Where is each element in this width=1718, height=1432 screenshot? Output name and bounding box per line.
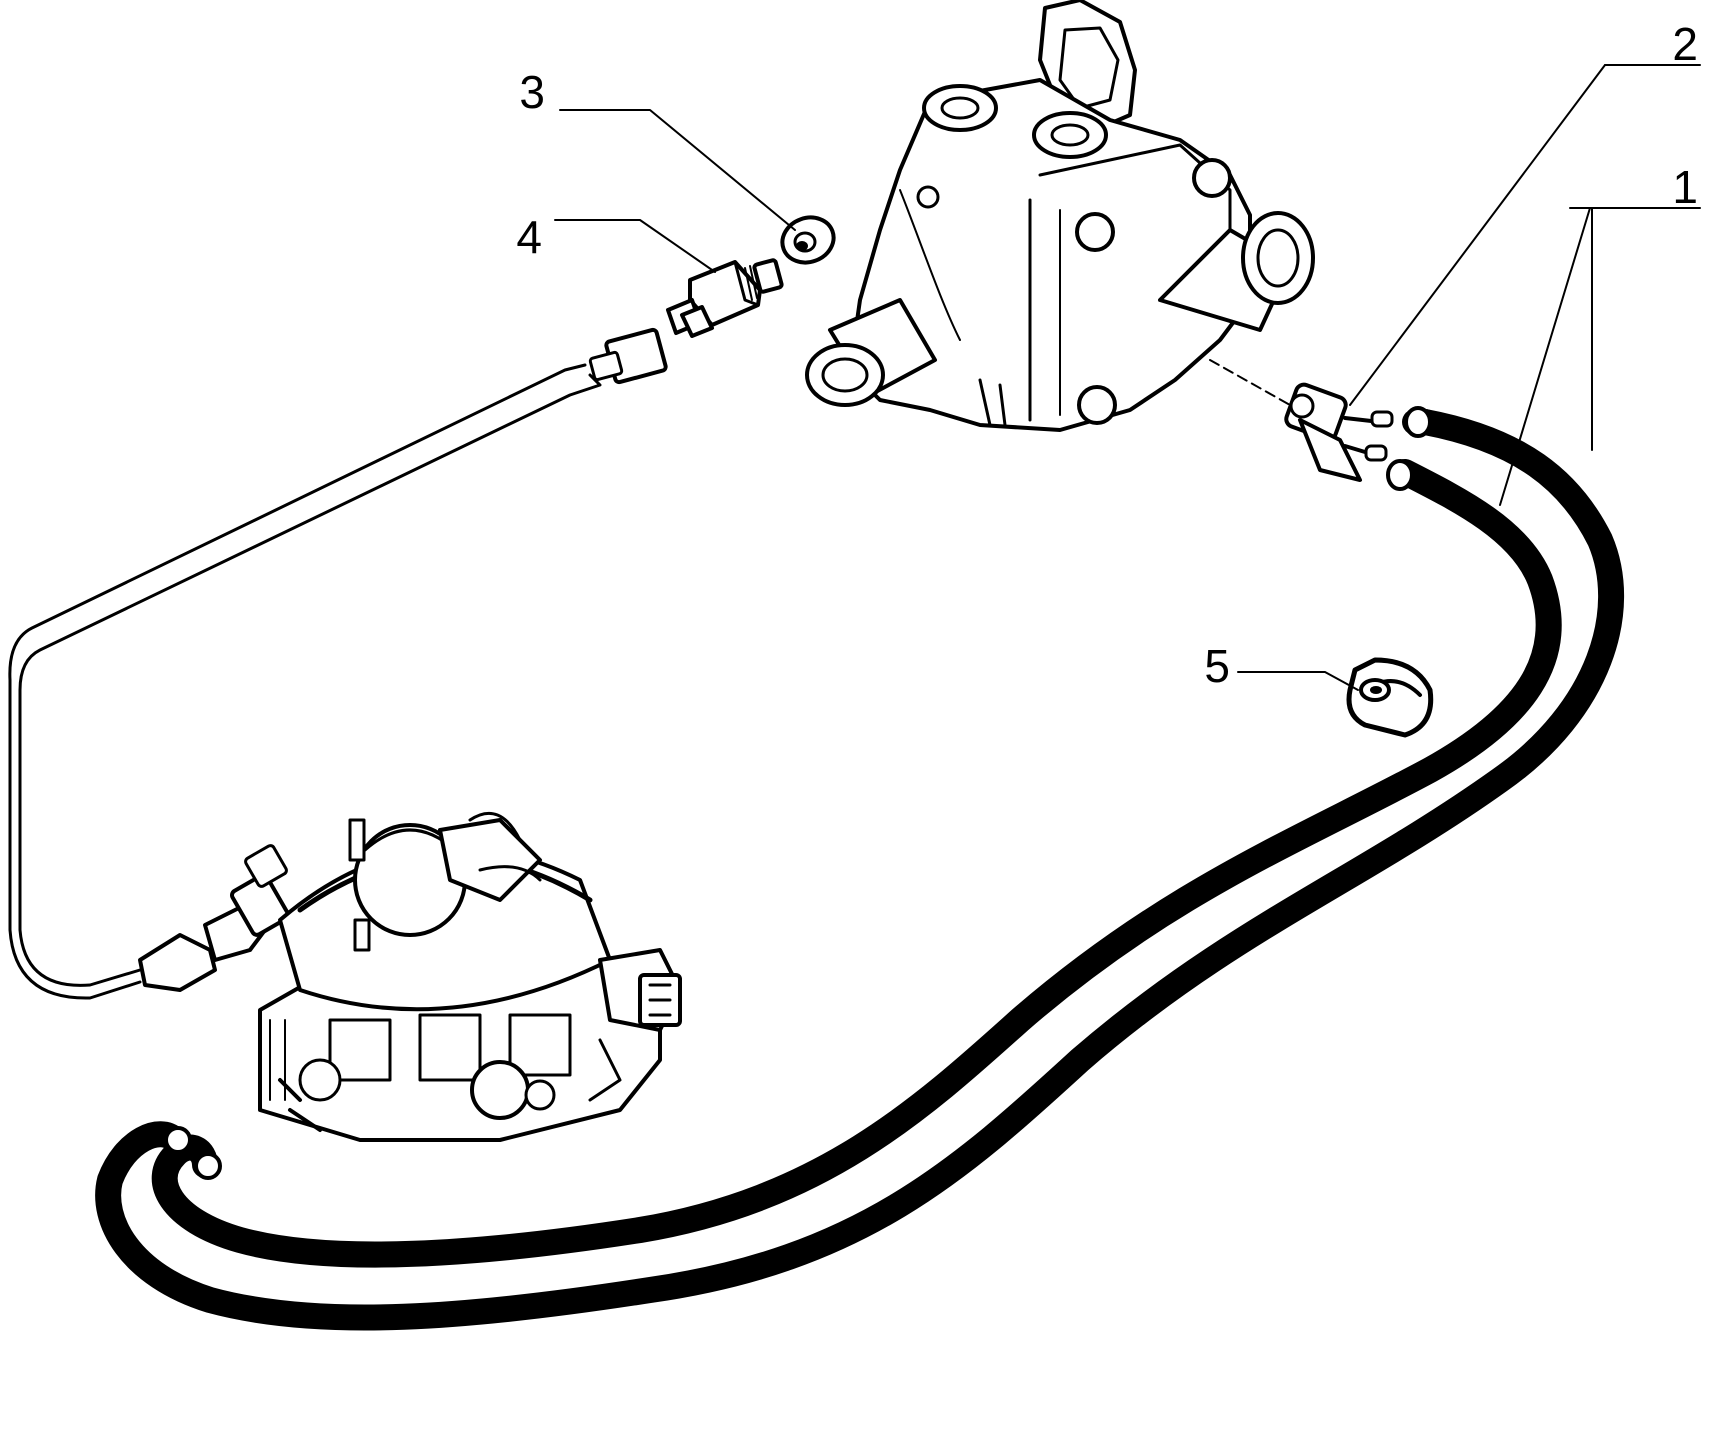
- callout-5: 5: [1204, 640, 1230, 692]
- sealing-washer-item-3: [780, 215, 836, 265]
- thermal-switch-item-2: [1209, 359, 1394, 482]
- leader-lines: [554, 64, 1701, 691]
- callout-4: 4: [516, 211, 542, 263]
- temperature-sensor-item-4: [666, 258, 784, 338]
- throttle-body-unit: [258, 811, 682, 1142]
- thermostat-housing: [805, 0, 1315, 432]
- callout-2: 2: [1672, 18, 1698, 70]
- coolant-hose-pair-item-1: [95, 406, 1625, 1331]
- hose-clamp-item-5: [1346, 657, 1434, 738]
- callout-1: 1: [1672, 161, 1698, 213]
- callout-3: 3: [519, 66, 545, 118]
- sensor-wire-harness: [8, 327, 668, 1000]
